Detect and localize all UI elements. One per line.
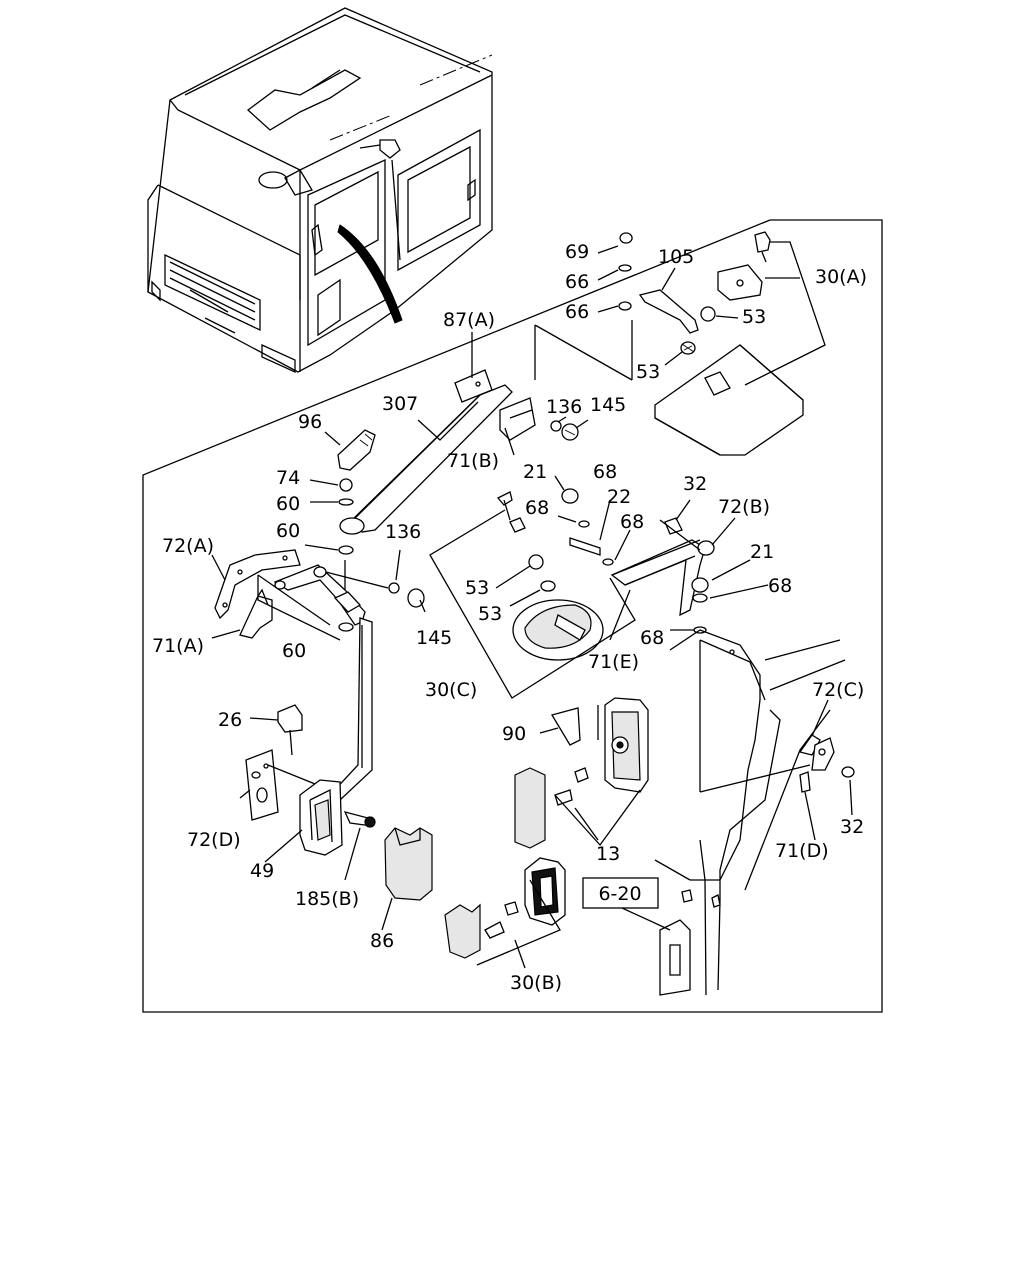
- reference-box-label: 6-20: [598, 883, 641, 905]
- truck-cab-illustration: [147, 7, 493, 374]
- mirror-30c-assembly: [429, 488, 636, 699]
- mirror-30a-assembly: [534, 231, 826, 456]
- label-72b: 72(B): [718, 496, 770, 518]
- cover-86: [384, 827, 433, 901]
- label-136-lower: 136: [385, 521, 421, 543]
- label-53-upper: 53: [742, 306, 766, 328]
- label-72d: 72(D): [187, 829, 241, 851]
- label-30a: 30(A): [815, 266, 867, 288]
- label-68-top: 68: [593, 461, 617, 483]
- label-307: 307: [382, 393, 418, 415]
- arm-307-assembly: [317, 369, 579, 608]
- label-74: 74: [276, 467, 300, 489]
- label-71e: 71(E): [588, 651, 639, 673]
- reference-box: [582, 877, 659, 909]
- label-69: 69: [565, 241, 589, 263]
- lamp-90-13-assembly: [514, 697, 649, 849]
- label-71b: 71(B): [447, 450, 499, 472]
- label-66-lower: 66: [565, 301, 589, 323]
- label-185b: 185(B): [295, 888, 359, 910]
- label-21-right: 21: [750, 541, 774, 563]
- label-145-lower: 145: [416, 627, 452, 649]
- label-30b: 30(B): [510, 972, 562, 994]
- label-105: 105: [658, 246, 694, 268]
- label-72a: 72(A): [162, 535, 214, 557]
- door-edge: [654, 629, 846, 996]
- label-68-right: 68: [620, 511, 644, 533]
- label-32-top: 32: [683, 473, 707, 495]
- lower-left-assembly: [245, 704, 376, 856]
- label-136-upper: 136: [546, 396, 582, 418]
- label-66-upper: 66: [565, 271, 589, 293]
- label-53-center-lower: 53: [478, 603, 502, 625]
- label-53-mirror: 53: [636, 361, 660, 383]
- label-68-left: 68: [525, 497, 549, 519]
- label-30c: 30(C): [425, 679, 477, 701]
- label-90: 90: [502, 723, 526, 745]
- label-22: 22: [607, 486, 631, 508]
- part-labels: 69 66 66 105 30(A) 53 53 87(A) 136 145 3…: [152, 241, 867, 994]
- diagram-frame: [142, 219, 883, 1013]
- right-bracket-assembly: [699, 640, 855, 793]
- label-60-top: 60: [276, 493, 300, 515]
- label-96: 96: [298, 411, 322, 433]
- label-86: 86: [370, 930, 394, 952]
- label-72c: 72(C): [812, 679, 864, 701]
- label-60-bottom: 60: [282, 640, 306, 662]
- label-87a: 87(A): [443, 309, 495, 331]
- label-71a: 71(A): [152, 635, 204, 657]
- label-21-center: 21: [523, 461, 547, 483]
- label-71d: 71(D): [775, 840, 829, 862]
- label-26: 26: [218, 709, 242, 731]
- left-bracket-assembly: [214, 549, 373, 801]
- arm-71e-assembly: [610, 517, 715, 634]
- label-49: 49: [250, 860, 274, 882]
- label-68-bottom: 68: [640, 627, 664, 649]
- label-32-bottom: 32: [840, 816, 864, 838]
- label-68-far-right: 68: [768, 575, 792, 597]
- lamp-30b-assembly: [444, 857, 566, 966]
- label-60-mid: 60: [276, 520, 300, 542]
- label-145-upper: 145: [590, 394, 626, 416]
- label-13: 13: [596, 843, 620, 865]
- label-53-center-upper: 53: [465, 577, 489, 599]
- reference-leader: [621, 907, 671, 931]
- leader-lines: [211, 245, 853, 969]
